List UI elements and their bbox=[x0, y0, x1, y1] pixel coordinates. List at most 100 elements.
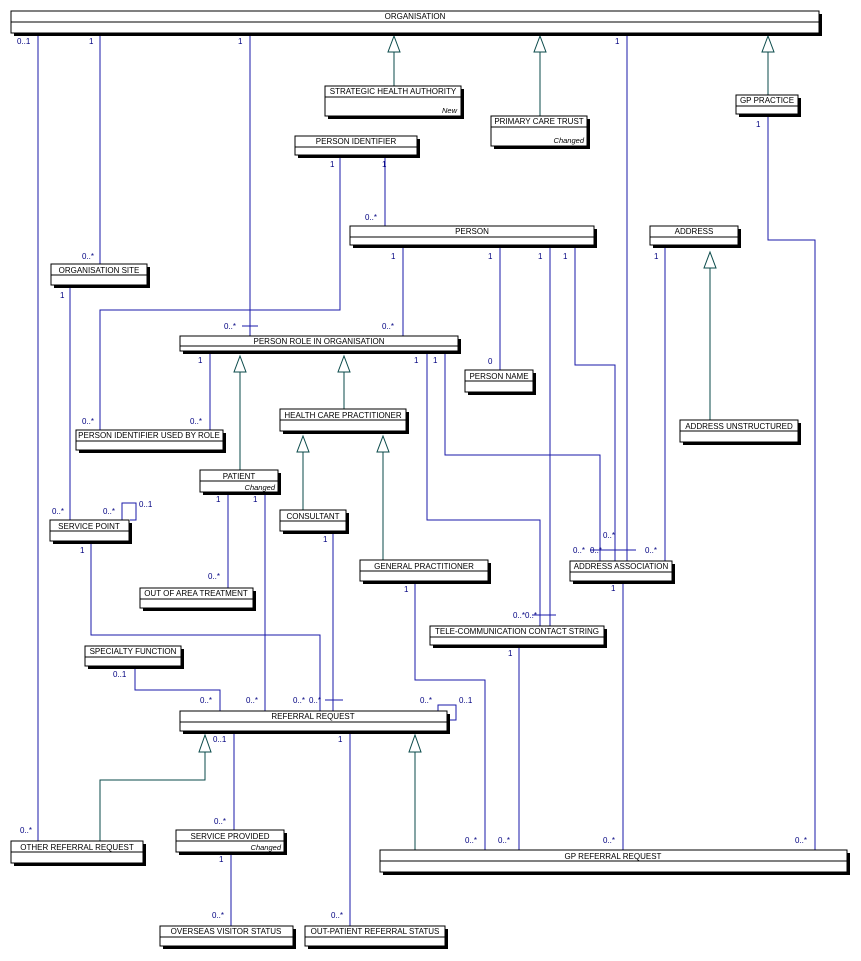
multiplicity-label: 0..* bbox=[603, 836, 615, 845]
multiplicity-label: 1 bbox=[508, 649, 513, 658]
generalization-arrow bbox=[376, 434, 390, 453]
entity-other-referral-request[interactable]: OTHER REFERRAL REQUEST bbox=[10, 840, 146, 866]
multiplicity-label: 1 bbox=[198, 356, 203, 365]
assoc-specialty-referral bbox=[134, 668, 221, 711]
entity-title: PERSON bbox=[455, 227, 489, 236]
multiplicity-label: 1 bbox=[330, 160, 335, 169]
entity-patient[interactable]: PATIENT Changed bbox=[199, 469, 281, 495]
entity-gp-referral-request[interactable]: GP REFERRAL REQUEST bbox=[379, 849, 850, 875]
multiplicity-label: 1 bbox=[538, 252, 543, 261]
entity-title: PERSON ROLE IN ORGANISATION bbox=[254, 337, 385, 346]
entity-person-identifier[interactable]: PERSON IDENTIFIER bbox=[294, 135, 420, 158]
assoc-gp-gp-referral bbox=[414, 582, 486, 850]
entity-specialty-function[interactable]: SPECIALTY FUNCTION bbox=[84, 645, 184, 669]
multiplicity-label: 1 bbox=[80, 546, 85, 555]
entity-title: ADDRESS ASSOCIATION bbox=[574, 562, 669, 571]
entity-person-name[interactable]: PERSON NAME bbox=[464, 369, 536, 395]
entity-title: TELE-COMMUNICATION CONTACT STRING bbox=[435, 627, 599, 636]
multiplicity-label: 0..* bbox=[603, 531, 615, 540]
multiplicity-label: 0..* bbox=[420, 696, 432, 705]
entity-address-association[interactable]: ADDRESS ASSOCIATION bbox=[569, 560, 675, 584]
entity-title: REFERRAL REQUEST bbox=[271, 712, 354, 721]
entity-person[interactable]: PERSON bbox=[349, 225, 597, 248]
assoc-service-point-self bbox=[121, 502, 137, 521]
generalization-arrow bbox=[337, 354, 351, 373]
entity-strategic-health-authority[interactable]: STRATEGIC HEALTH AUTHORITY New bbox=[324, 85, 464, 119]
entity-service-point[interactable]: SERVICE POINT bbox=[49, 519, 132, 544]
multiplicity-label: 0..1 bbox=[213, 735, 227, 744]
entity-title: ADDRESS UNSTRUCTURED bbox=[685, 422, 793, 431]
multiplicity-label: 0..* bbox=[382, 322, 394, 331]
multiplicity-label: 0..* bbox=[573, 546, 585, 555]
entity-general-practitioner[interactable]: GENERAL PRACTITIONER bbox=[359, 559, 491, 584]
multiplicity-label: 0..1 bbox=[17, 37, 31, 46]
multiplicity-label: 0 bbox=[488, 357, 493, 366]
generalization-arrow bbox=[703, 250, 717, 269]
entity-person-identifier-used-by-role[interactable]: PERSON IDENTIFIER USED BY ROLE bbox=[75, 429, 226, 453]
entity-title: HEALTH CARE PRACTITIONER bbox=[284, 411, 401, 420]
entity-organisation-site[interactable]: ORGANISATION SITE bbox=[50, 263, 150, 288]
entity-title: ORGANISATION SITE bbox=[59, 266, 140, 275]
multiplicity-label: 1 bbox=[238, 37, 243, 46]
multiplicity-label: 1 bbox=[323, 535, 328, 544]
multiplicity-label: 1 bbox=[414, 356, 419, 365]
entity-title: CONSULTANT bbox=[286, 512, 339, 521]
assoc-gp-practice-gp-referral bbox=[767, 117, 816, 850]
multiplicity-label: 0..* bbox=[224, 322, 236, 331]
multiplicity-label: 0..* bbox=[20, 826, 32, 835]
multiplicity-label: 0..* bbox=[212, 911, 224, 920]
entity-health-care-practitioner[interactable]: HEALTH CARE PRACTITIONER bbox=[279, 408, 409, 434]
multiplicity-label: 1 bbox=[611, 584, 616, 593]
multiplicity-label: 0..* bbox=[82, 252, 94, 261]
multiplicity-label: 0..* bbox=[331, 911, 343, 920]
entity-title: PERSON IDENTIFIER USED BY ROLE bbox=[78, 431, 220, 440]
multiplicity-label: 0..1 bbox=[139, 500, 153, 509]
generalization-arrow bbox=[408, 733, 422, 753]
multiplicity-label: 0..* bbox=[309, 696, 321, 705]
generalization-arrow bbox=[533, 34, 547, 53]
multiplicity-label: 0..* bbox=[200, 696, 212, 705]
multiplicity-label: 0..* bbox=[365, 213, 377, 222]
multiplicity-labels: 0..1 1 1 1 1 1 1 0..* 1 1 1 1 1 0..* 1 0… bbox=[17, 37, 807, 920]
generalization-arrow bbox=[233, 354, 247, 373]
multiplicity-label: 0..* bbox=[795, 836, 807, 845]
assoc-service-point-referral bbox=[90, 542, 321, 711]
entity-overseas-visitor-status[interactable]: OVERSEAS VISITOR STATUS bbox=[159, 925, 296, 949]
multiplicity-label: 0..* bbox=[246, 696, 258, 705]
multiplicity-label: 0..1 bbox=[113, 670, 127, 679]
entity-gp-practice[interactable]: GP PRACTICE bbox=[735, 94, 801, 117]
entity-primary-care-trust[interactable]: PRIMARY CARE TRUST Changed bbox=[490, 115, 590, 149]
multiplicity-label: 0..* bbox=[190, 417, 202, 426]
multiplicity-label: 0..* bbox=[498, 836, 510, 845]
entity-title: OVERSEAS VISITOR STATUS bbox=[171, 927, 282, 936]
entity-out-of-area-treatment[interactable]: OUT OF AREA TREATMENT bbox=[139, 587, 256, 611]
entity-out-patient-referral-status[interactable]: OUT-PATIENT REFERRAL STATUS bbox=[304, 925, 448, 949]
entity-status-note: Changed bbox=[554, 136, 585, 145]
entity-address-unstructured[interactable]: ADDRESS UNSTRUCTURED bbox=[679, 419, 801, 445]
entity-title: OUT OF AREA TREATMENT bbox=[144, 589, 248, 598]
entity-service-provided[interactable]: SERVICE PROVIDED Changed bbox=[175, 829, 287, 855]
multiplicity-label: 0..* bbox=[293, 696, 305, 705]
assoc-person-address-assoc bbox=[574, 248, 616, 561]
entity-consultant[interactable]: CONSULTANT bbox=[279, 509, 349, 534]
entity-title: STRATEGIC HEALTH AUTHORITY bbox=[330, 87, 457, 96]
entity-address[interactable]: ADDRESS bbox=[649, 225, 741, 248]
multiplicity-label: 1 bbox=[338, 735, 343, 744]
entity-referral-request[interactable]: REFERRAL REQUEST bbox=[179, 710, 450, 734]
entity-title: GP PRACTICE bbox=[740, 96, 794, 105]
entity-title: OTHER REFERRAL REQUEST bbox=[20, 843, 134, 852]
generalization-arrow bbox=[761, 34, 775, 53]
entity-title: GENERAL PRACTITIONER bbox=[374, 562, 474, 571]
multiplicity-label: 0..* bbox=[82, 417, 94, 426]
entity-tele-communication-contact-string[interactable]: TELE-COMMUNICATION CONTACT STRING bbox=[429, 625, 607, 648]
multiplicity-label: 1 bbox=[391, 252, 396, 261]
multiplicity-label: 1 bbox=[488, 252, 493, 261]
entity-status-note: Changed bbox=[245, 483, 276, 492]
multiplicity-label: 1 bbox=[60, 291, 65, 300]
multiplicity-label: 0..* bbox=[208, 572, 220, 581]
multiplicity-label: 1 bbox=[404, 585, 409, 594]
entity-organisation[interactable]: ORGANISATION bbox=[10, 10, 822, 36]
entity-title: SERVICE PROVIDED bbox=[191, 832, 270, 841]
multiplicity-label: 0..* bbox=[645, 546, 657, 555]
entity-person-role-in-organisation[interactable]: PERSON ROLE IN ORGANISATION bbox=[179, 335, 461, 354]
